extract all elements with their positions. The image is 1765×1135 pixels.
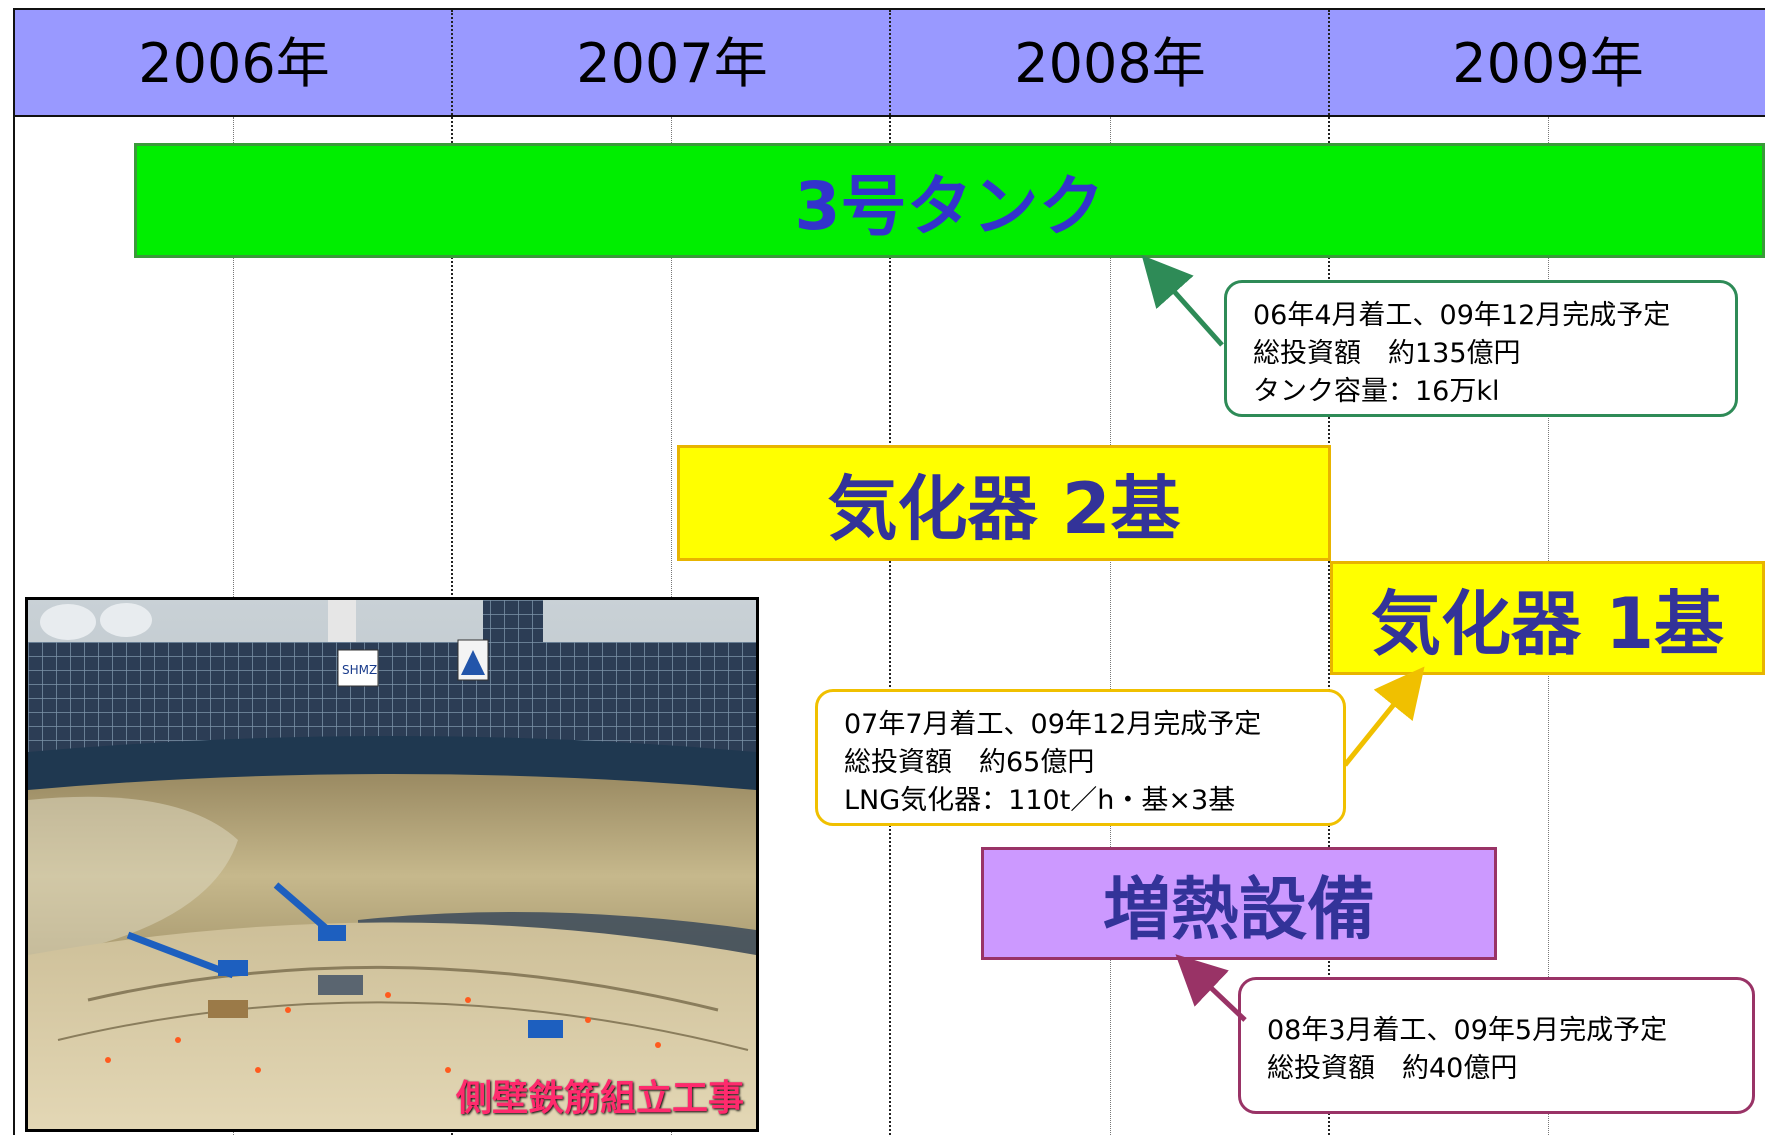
tank-note-line: 総投資額 約135億円 [1253, 338, 1521, 369]
vaporizer-1-bar: 気化器 1基 [1330, 561, 1765, 675]
tank-bar: 3号タンク [134, 143, 1765, 258]
year-2006: 2006年 [138, 32, 330, 95]
tank-note-line: タンク容量：16万kl [1253, 376, 1500, 407]
year-2007: 2007年 [576, 32, 768, 95]
vaporizer-note-line: 07年7月着工、09年12月完成予定 [844, 709, 1262, 740]
vaporizer-2-bar-label: 気化器 2基 [827, 467, 1181, 550]
heat-equipment-note-line: 総投資額 約40億円 [1267, 1053, 1518, 1084]
half-year-divider [1110, 117, 1111, 1135]
photo-caption: 側壁鉄筋組立工事 [455, 1078, 744, 1119]
tank-note-line: 06年4月着工、09年12月完成予定 [1253, 300, 1671, 331]
year-divider [889, 10, 891, 1135]
vaporizer-1-bar-label: 気化器 1基 [1370, 582, 1725, 665]
year-divider [451, 10, 453, 1135]
chart-frame [13, 8, 1765, 1135]
heat-equipment-bar: 増熱設備 [981, 847, 1497, 960]
year-divider [1328, 10, 1330, 1135]
vaporizer-note-line: 総投資額 約65億円 [844, 747, 1095, 778]
construction-photo: SHMZ 側壁鉄筋組立工事 [25, 597, 759, 1132]
sign-text: SHMZ [342, 663, 377, 677]
year-2008: 2008年 [1014, 32, 1206, 95]
heat-equipment-note-line: 08年3月着工、09年5月完成予定 [1267, 1015, 1668, 1046]
vaporizer-2-bar: 気化器 2基 [677, 445, 1331, 561]
year-2009: 2009年 [1452, 32, 1644, 95]
tank-bar-label: 3号タンク [794, 167, 1105, 245]
tank-note: 06年4月着工、09年12月完成予定 総投資額 約135億円 タンク容量：16万… [1224, 280, 1738, 417]
heat-equipment-bar-label: 増熱設備 [1102, 871, 1375, 950]
tank-construction-image: SHMZ [28, 600, 756, 1129]
vaporizer-note: 07年7月着工、09年12月完成予定 総投資額 約65億円 LNG気化器：110… [815, 689, 1346, 826]
heat-equipment-note: 08年3月着工、09年5月完成予定 総投資額 約40億円 [1238, 977, 1755, 1114]
vaporizer-note-line: LNG気化器：110t／h・基×3基 [844, 785, 1236, 816]
